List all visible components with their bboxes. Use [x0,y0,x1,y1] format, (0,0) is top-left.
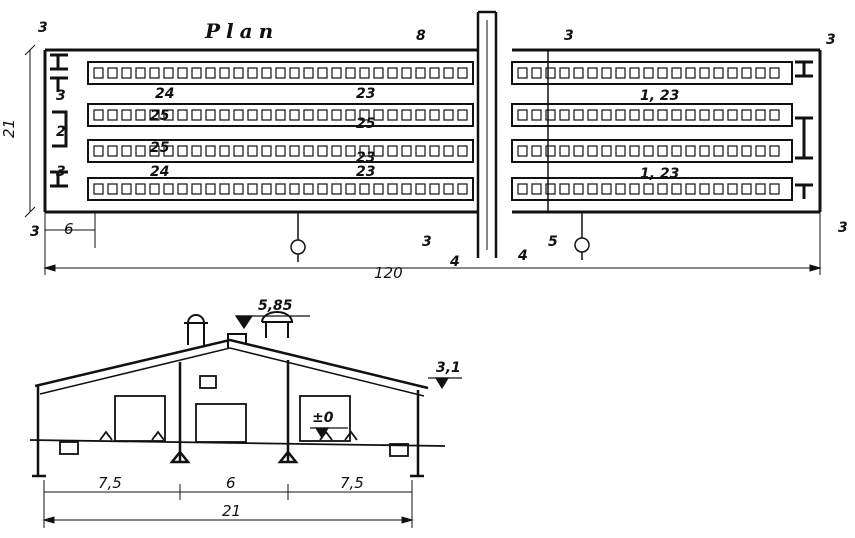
plan-dim-width: 21 [0,119,18,138]
plan-title: Plan [204,19,279,43]
section-ventilators [184,311,294,348]
label-row3-25: 25 [150,140,170,156]
label-corner-tr: 3 [826,32,836,48]
label-bottom-3: 3 [422,234,432,250]
label-corner-br: 3 [838,220,848,236]
plan-view: Plan [0,10,848,282]
section-view: 5,85 3,1 ±0 7,5 6 7,5 21 [29,298,462,528]
plan-cage-hatching [93,67,780,195]
section-columns [32,360,424,478]
label-row2-25a: 25 [150,108,170,124]
plan-dim-bay: 6 [64,220,74,238]
label-bottom-5: 5 [548,234,558,250]
section-roof [34,338,429,397]
plan-pits [290,50,590,262]
label-row1-24: 24 [155,86,174,102]
label-left-3b: 3 [56,164,66,180]
label-row4-24: 24 [150,164,169,180]
label-row1-23: 23 [356,86,375,102]
section-dim-middle: 6 [226,474,236,492]
section-dimensions [42,480,414,528]
label-row2-25b: 25 [356,116,376,132]
label-left-2: 2 [56,124,66,140]
label-row3-23: 23 [356,150,375,166]
plan-outer-walls [43,48,822,214]
label-corner-tl: 3 [38,20,48,36]
section-dim-total: 21 [222,502,241,520]
label-right-r4: 1, 23 [640,166,679,182]
label-right-r1: 1, 23 [640,88,679,104]
label-bottom-4b: 4 [517,248,528,264]
plan-cage-rows [87,61,793,201]
section-floor-elev: ±0 [312,410,334,426]
plan-dim-length: 120 [374,264,403,282]
plan-service-corridor [476,10,498,258]
label-bottom-4a: 4 [449,254,460,270]
section-interior [29,375,446,457]
plan-end-units [50,53,813,199]
label-row4-23: 23 [356,164,375,180]
label-top-mid-8: 8 [416,28,426,44]
section-dim-left: 7,5 [98,474,122,492]
label-top-mid-3: 3 [564,28,574,44]
section-eave-elev: 3,1 [436,360,461,376]
plan-dimensions [24,44,822,275]
section-elevation-marks [234,315,462,440]
label-corner-bl: 3 [30,224,40,240]
section-dim-right: 7,5 [340,474,364,492]
label-left-3a: 3 [56,88,66,104]
section-ridge-elev: 5,85 [258,298,293,314]
